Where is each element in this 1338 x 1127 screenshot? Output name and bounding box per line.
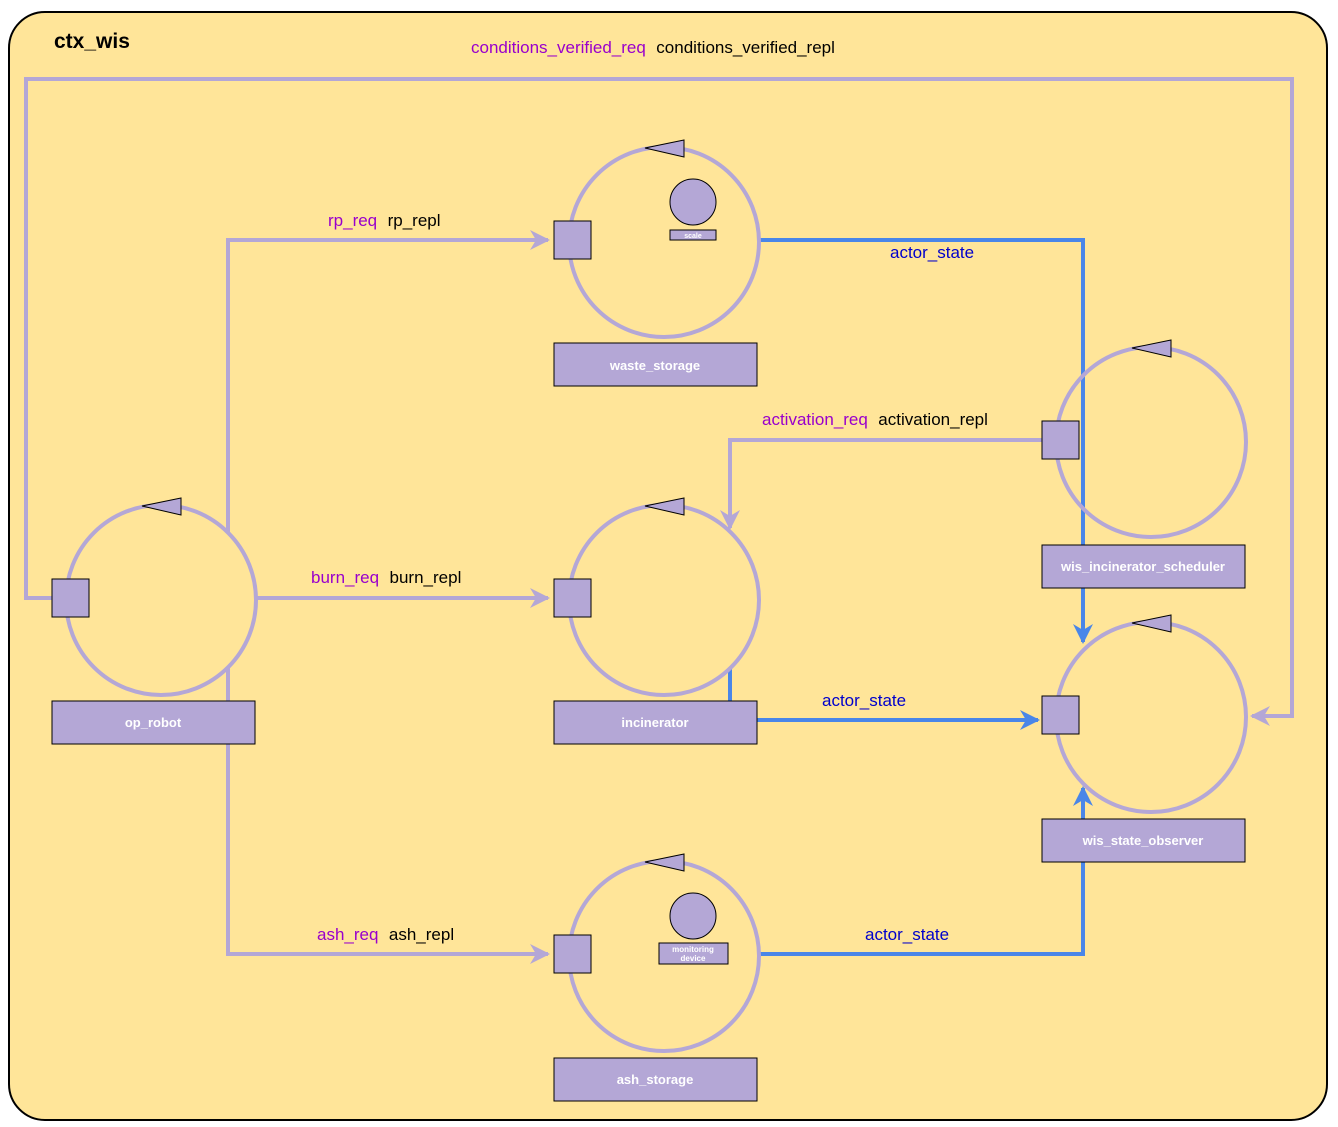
label-repl: activation_repl: [878, 410, 988, 429]
direction-triangle-icon: [141, 497, 182, 516]
conditions-verified-line: [24, 77, 1294, 726]
label-activation: activation_req activation_repl: [762, 410, 988, 429]
label-repl: conditions_verified_repl: [656, 38, 835, 57]
label-rp: rp_req rp_repl: [328, 211, 441, 230]
device-label-device: device: [681, 954, 706, 963]
actor-op-robot: op_robot: [51, 497, 258, 745]
actor-label-observer: wis_state_observer: [1082, 833, 1204, 848]
direction-triangle-icon: [644, 139, 685, 158]
direction-triangle-icon: [644, 853, 685, 872]
label-state-incinerator: actor_state: [822, 691, 906, 710]
label-req: ash_req: [317, 925, 378, 944]
label-repl: burn_repl: [390, 568, 462, 587]
port-box: [553, 578, 592, 618]
activation-line: [720, 438, 1042, 530]
label-ash: ash_req ash_repl: [317, 925, 454, 944]
device-circle: [669, 892, 717, 940]
label-req: activation_req: [762, 410, 868, 429]
device-label-monitoring: monitoring: [672, 945, 714, 954]
port-box: [51, 578, 90, 618]
actor-label-incinerator: incinerator: [621, 715, 688, 730]
actor-label-box: [553, 700, 758, 745]
actor-ash-storage: monitoring device ash_storage: [553, 853, 761, 1102]
label-repl: ash_repl: [389, 925, 454, 944]
actor-label-waste-storage: waste_storage: [609, 358, 700, 373]
actor-label-box: [51, 700, 256, 745]
port-box: [553, 934, 592, 974]
direction-triangle-icon: [1131, 339, 1172, 358]
actor-label-op-robot: op_robot: [125, 715, 182, 730]
actor-label-ash-storage: ash_storage: [617, 1072, 694, 1087]
actor-incinerator: incinerator: [553, 497, 761, 745]
context-container: [8, 11, 1328, 1121]
label-state-waste: actor_state: [890, 243, 974, 262]
label-burn: burn_req burn_repl: [311, 568, 461, 587]
context-title: ctx_wis: [54, 30, 130, 53]
port-box: [1041, 420, 1080, 460]
label-req: conditions_verified_req: [471, 38, 646, 57]
device-circle: [669, 178, 717, 226]
label-conditions-verified: conditions_verified_req conditions_verif…: [471, 38, 835, 57]
direction-triangle-icon: [1131, 614, 1172, 633]
label-repl: rp_repl: [388, 211, 441, 230]
label-state-ash: actor_state: [865, 925, 949, 944]
actor-scheduler: wis_incinerator_scheduler: [1041, 339, 1248, 589]
direction-triangle-icon: [644, 497, 685, 516]
actor-observer: wis_state_observer: [1041, 614, 1248, 863]
ash-line: [226, 668, 550, 964]
device-label-scale: scale: [684, 233, 702, 240]
label-req: burn_req: [311, 568, 379, 587]
device-label-box: [669, 229, 717, 241]
label-req: rp_req: [328, 211, 377, 230]
port-box: [553, 220, 592, 260]
actor-label-box: [553, 342, 758, 387]
rp-line: [226, 230, 550, 532]
actor-label-box: [1041, 818, 1246, 863]
device-label-box: [658, 942, 729, 965]
actor-waste-storage: scale waste_storage: [553, 139, 761, 387]
port-box: [1041, 695, 1080, 735]
actor-label-scheduler: wis_incinerator_scheduler: [1060, 559, 1225, 574]
actor-label-box: [553, 1057, 758, 1102]
actor-label-box: [1041, 544, 1246, 589]
